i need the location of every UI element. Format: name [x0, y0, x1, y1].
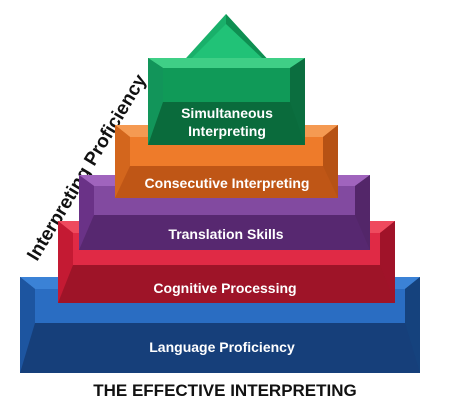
tier-label-consecutive-interpreting: Consecutive Interpreting	[145, 175, 310, 191]
tier-label-translation-skills: Translation Skills	[168, 226, 283, 242]
tier-label-language-proficiency: Language Proficiency	[149, 339, 295, 355]
diagram-caption: THE EFFECTIVE INTERPRETING	[93, 381, 357, 400]
tier-label-simultaneous-line1: Simultaneous	[181, 105, 273, 121]
tier-label-cognitive-processing: Cognitive Processing	[153, 280, 296, 296]
tier-simultaneous-interpreting: Simultaneous Interpreting	[148, 14, 305, 145]
tier-label-simultaneous-line2: Interpreting	[188, 123, 266, 139]
